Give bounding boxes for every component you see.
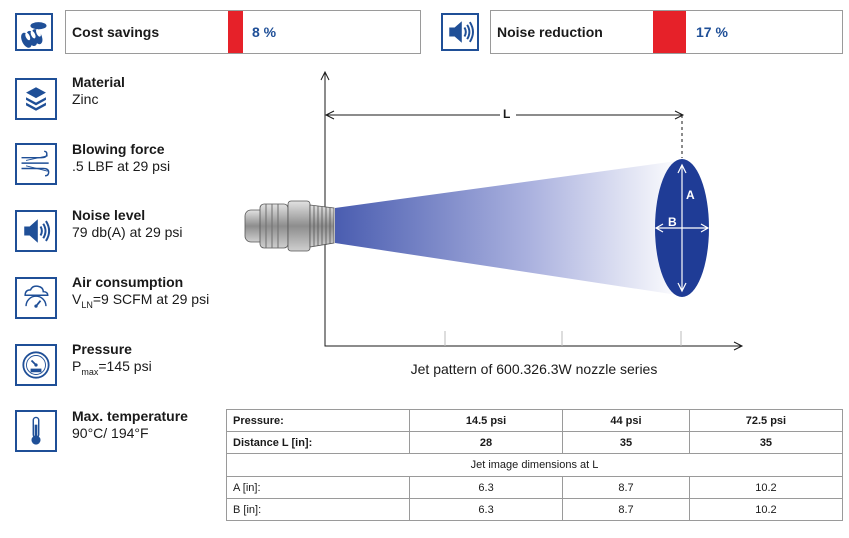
table-cell: Distance L [in]:	[226, 431, 410, 454]
spec-material-value: Zinc	[72, 91, 99, 107]
table-cell: B [in]:	[226, 498, 410, 521]
cost-savings-label: Cost savings	[72, 24, 160, 40]
air-consumption-symbol: V	[72, 291, 82, 307]
spec-max-temperature-value: 90°C/ 194°F	[72, 425, 149, 441]
table-row: Pressure: 14.5 psi 44 psi 72.5 psi	[226, 409, 844, 432]
height-label: A	[686, 188, 695, 202]
table-cell: 44 psi	[562, 409, 690, 432]
spec-noise-level-value: 79 db(A) at 29 psi	[72, 224, 183, 240]
table-cell: 8.7	[562, 498, 690, 521]
diagram-axes	[320, 70, 744, 351]
spec-max-temperature-title: Max. temperature	[72, 408, 188, 424]
table-cell: 10.2	[688, 476, 844, 499]
table-row: Distance L [in]: 28 35 35	[226, 431, 844, 454]
table-cell: 28	[408, 431, 564, 454]
noise-reduction-value: 17 %	[696, 24, 728, 40]
layers-icon	[15, 78, 57, 120]
jet-target-ellipse	[655, 159, 709, 297]
spec-pressure-value: Pmax=145 psi	[72, 358, 152, 377]
diagram-caption: Jet pattern of 600.326.3W nozzle series	[410, 361, 658, 377]
table-cell: Pressure:	[226, 409, 410, 432]
noise-reduction-box: Noise reduction 17 %	[490, 10, 843, 54]
table-cell: 35	[688, 431, 844, 454]
cost-savings-box: Cost savings 8 %	[65, 10, 421, 54]
table-cell: 8.7	[562, 476, 690, 499]
table-row: B [in]: 6.3 8.7 10.2	[226, 498, 844, 521]
spec-air-consumption-title: Air consumption	[72, 274, 184, 290]
table-cell: 6.3	[408, 498, 564, 521]
jet-cone	[335, 160, 684, 296]
speaker-icon	[441, 13, 479, 51]
table-row: A [in]: 6.3 8.7 10.2	[226, 476, 844, 499]
thermometer-icon	[15, 410, 57, 452]
spec-material-title: Material	[72, 74, 125, 90]
noise-reduction-bar	[653, 11, 686, 53]
table-subheading: Jet image dimensions at L	[226, 453, 843, 477]
spec-noise-level-title: Noise level	[72, 207, 146, 223]
air-consumption-subscript: LN	[81, 299, 93, 310]
cost-savings-value: 8 %	[252, 24, 277, 40]
spec-blowing-force-value: .5 LBF at 29 psi	[72, 158, 171, 174]
spec-air-consumption-value: VLN=9 SCFM at 29 psi	[72, 291, 209, 310]
table-cell: 10.2	[688, 498, 844, 521]
pressure-subscript: max	[81, 366, 99, 377]
width-label: B	[668, 215, 677, 229]
air-consumption-amount: =9 SCFM at 29 psi	[92, 291, 210, 307]
spec-pressure-title: Pressure	[72, 341, 132, 357]
noise-level-speaker-icon	[15, 210, 57, 252]
cloud-gauge-icon	[15, 277, 57, 319]
pressure-gauge-icon	[15, 344, 57, 386]
pressure-amount: =145 psi	[98, 358, 152, 374]
table-row: Jet image dimensions at L	[226, 453, 843, 477]
coins-icon	[15, 13, 53, 51]
wind-icon	[15, 143, 57, 185]
table-cell: A [in]:	[226, 476, 410, 499]
jet-dimension-table: Pressure: 14.5 psi 44 psi 72.5 psi Dista…	[226, 409, 844, 521]
spec-blowing-force-title: Blowing force	[72, 141, 165, 157]
distance-label: L	[503, 107, 511, 121]
pressure-symbol: P	[72, 358, 82, 374]
table-cell: 6.3	[408, 476, 564, 499]
nozzle-icon	[244, 200, 335, 252]
noise-reduction-label: Noise reduction	[497, 24, 603, 40]
table-cell: 35	[562, 431, 690, 454]
table-cell: 14.5 psi	[408, 409, 564, 432]
cost-savings-bar	[228, 11, 243, 53]
table-cell: 72.5 psi	[688, 409, 844, 432]
